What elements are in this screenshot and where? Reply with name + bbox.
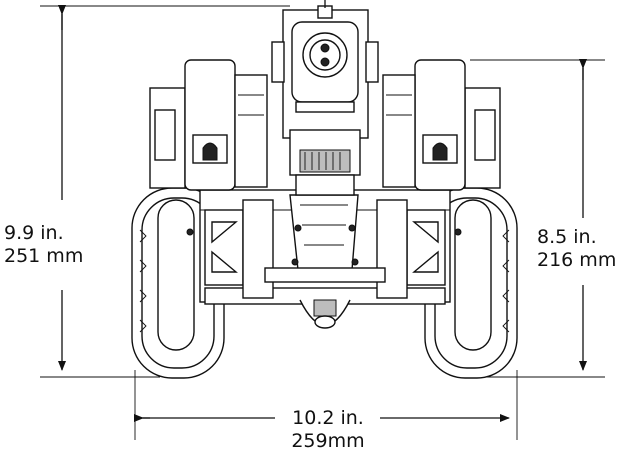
left-motor: [149, 59, 268, 191]
height-total-inches: 9.9 in.: [4, 222, 64, 244]
dimension-left-height: [40, 5, 290, 378]
height-total-mm: 251 mm: [4, 245, 84, 267]
right-track: [424, 187, 518, 379]
width-label: 10.2 in. 259mm: [278, 407, 378, 453]
height-body-mm: 216 mm: [537, 249, 617, 271]
dimension-width: [134, 370, 518, 440]
left-track: [131, 187, 225, 379]
width-mm: 259mm: [291, 430, 365, 452]
right-motor: [382, 59, 501, 191]
dimension-right-height: [470, 59, 605, 378]
height-body-label: 8.5 in. 216 mm: [537, 226, 616, 272]
height-body-inches: 8.5 in.: [537, 226, 597, 248]
center-gimbal: [264, 194, 386, 329]
height-total-label: 9.9 in. 251 mm: [4, 222, 83, 268]
camera-tower: [271, 0, 379, 196]
width-inches: 10.2 in.: [292, 407, 364, 429]
